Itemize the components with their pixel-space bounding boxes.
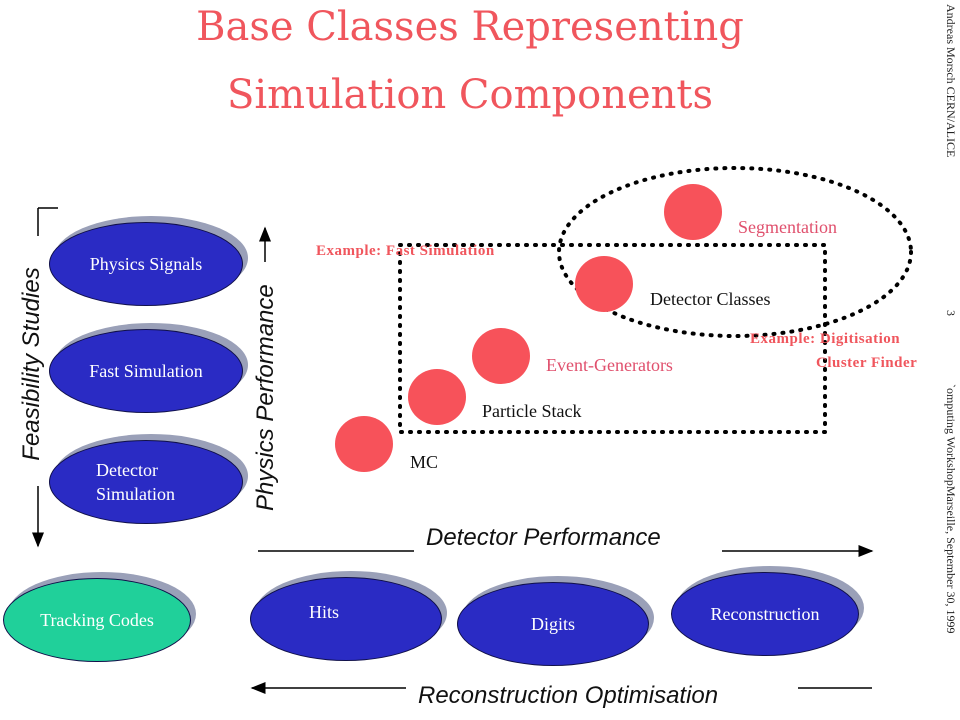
detector-simulation-oval: Detector Simulation — [49, 440, 243, 524]
fast-simulation-label: Fast Simulation — [89, 360, 203, 381]
reconstruction-label: Reconstruction — [710, 603, 820, 624]
title-line-1: Base Classes Representing — [196, 4, 744, 50]
detector-performance-label: Detector Performance — [426, 524, 661, 551]
mc-label: MC — [410, 452, 439, 472]
detector-classes-label: Detector Classes — [650, 289, 771, 309]
sidebar-author: Andreas Morsch CERN/ALICE — [944, 4, 958, 158]
digits-label: Digits — [530, 613, 575, 634]
hits-label: Hits — [308, 602, 339, 622]
particle-stack-label: Particle Stack — [482, 401, 582, 421]
hits-oval: Hits — [250, 577, 442, 661]
reconstruction-oval: Reconstruction — [671, 572, 859, 656]
event-generators-ball — [472, 328, 530, 384]
event-generators-label: Event-Generators — [546, 355, 673, 375]
physics-signals-oval: Physics Signals — [49, 222, 243, 306]
reconstruction-optimisation-label: Reconstruction Optimisation — [418, 682, 719, 709]
detector-classes-ball — [575, 256, 633, 312]
particle-stack-ball — [408, 369, 466, 425]
example-cluster-finder: Cluster Finder — [816, 355, 918, 371]
example-digitisation: Example: Digitisation — [750, 331, 901, 347]
detector-simulation-label-2: Simulation — [96, 484, 176, 504]
mc-ball — [335, 416, 393, 472]
tracking-codes-label: Tracking Codes — [40, 609, 154, 630]
physics-performance-label: Physics Performance — [252, 284, 279, 511]
tracking-codes-oval: Tracking Codes — [3, 578, 191, 662]
sidebar-event: `omputing WorkshopMarseille, September 3… — [944, 384, 958, 634]
digitisation-region — [557, 166, 913, 338]
segmentation-ball — [664, 184, 722, 240]
physics-signals-label: Physics Signals — [89, 253, 203, 274]
digits-oval: Digits — [457, 582, 649, 666]
fast-simulation-oval: Fast Simulation — [49, 329, 243, 413]
segmentation-label: Segmentation — [738, 217, 837, 237]
title-line-2: Simulation Components — [226, 72, 714, 118]
detector-simulation-label-1: Detector — [96, 459, 158, 480]
sidebar-page-number: 3 — [944, 310, 958, 316]
example-fast-simulation: Example: Fast Simulation — [316, 243, 495, 259]
feasibility-studies-label: Feasibility Studies — [18, 267, 45, 461]
